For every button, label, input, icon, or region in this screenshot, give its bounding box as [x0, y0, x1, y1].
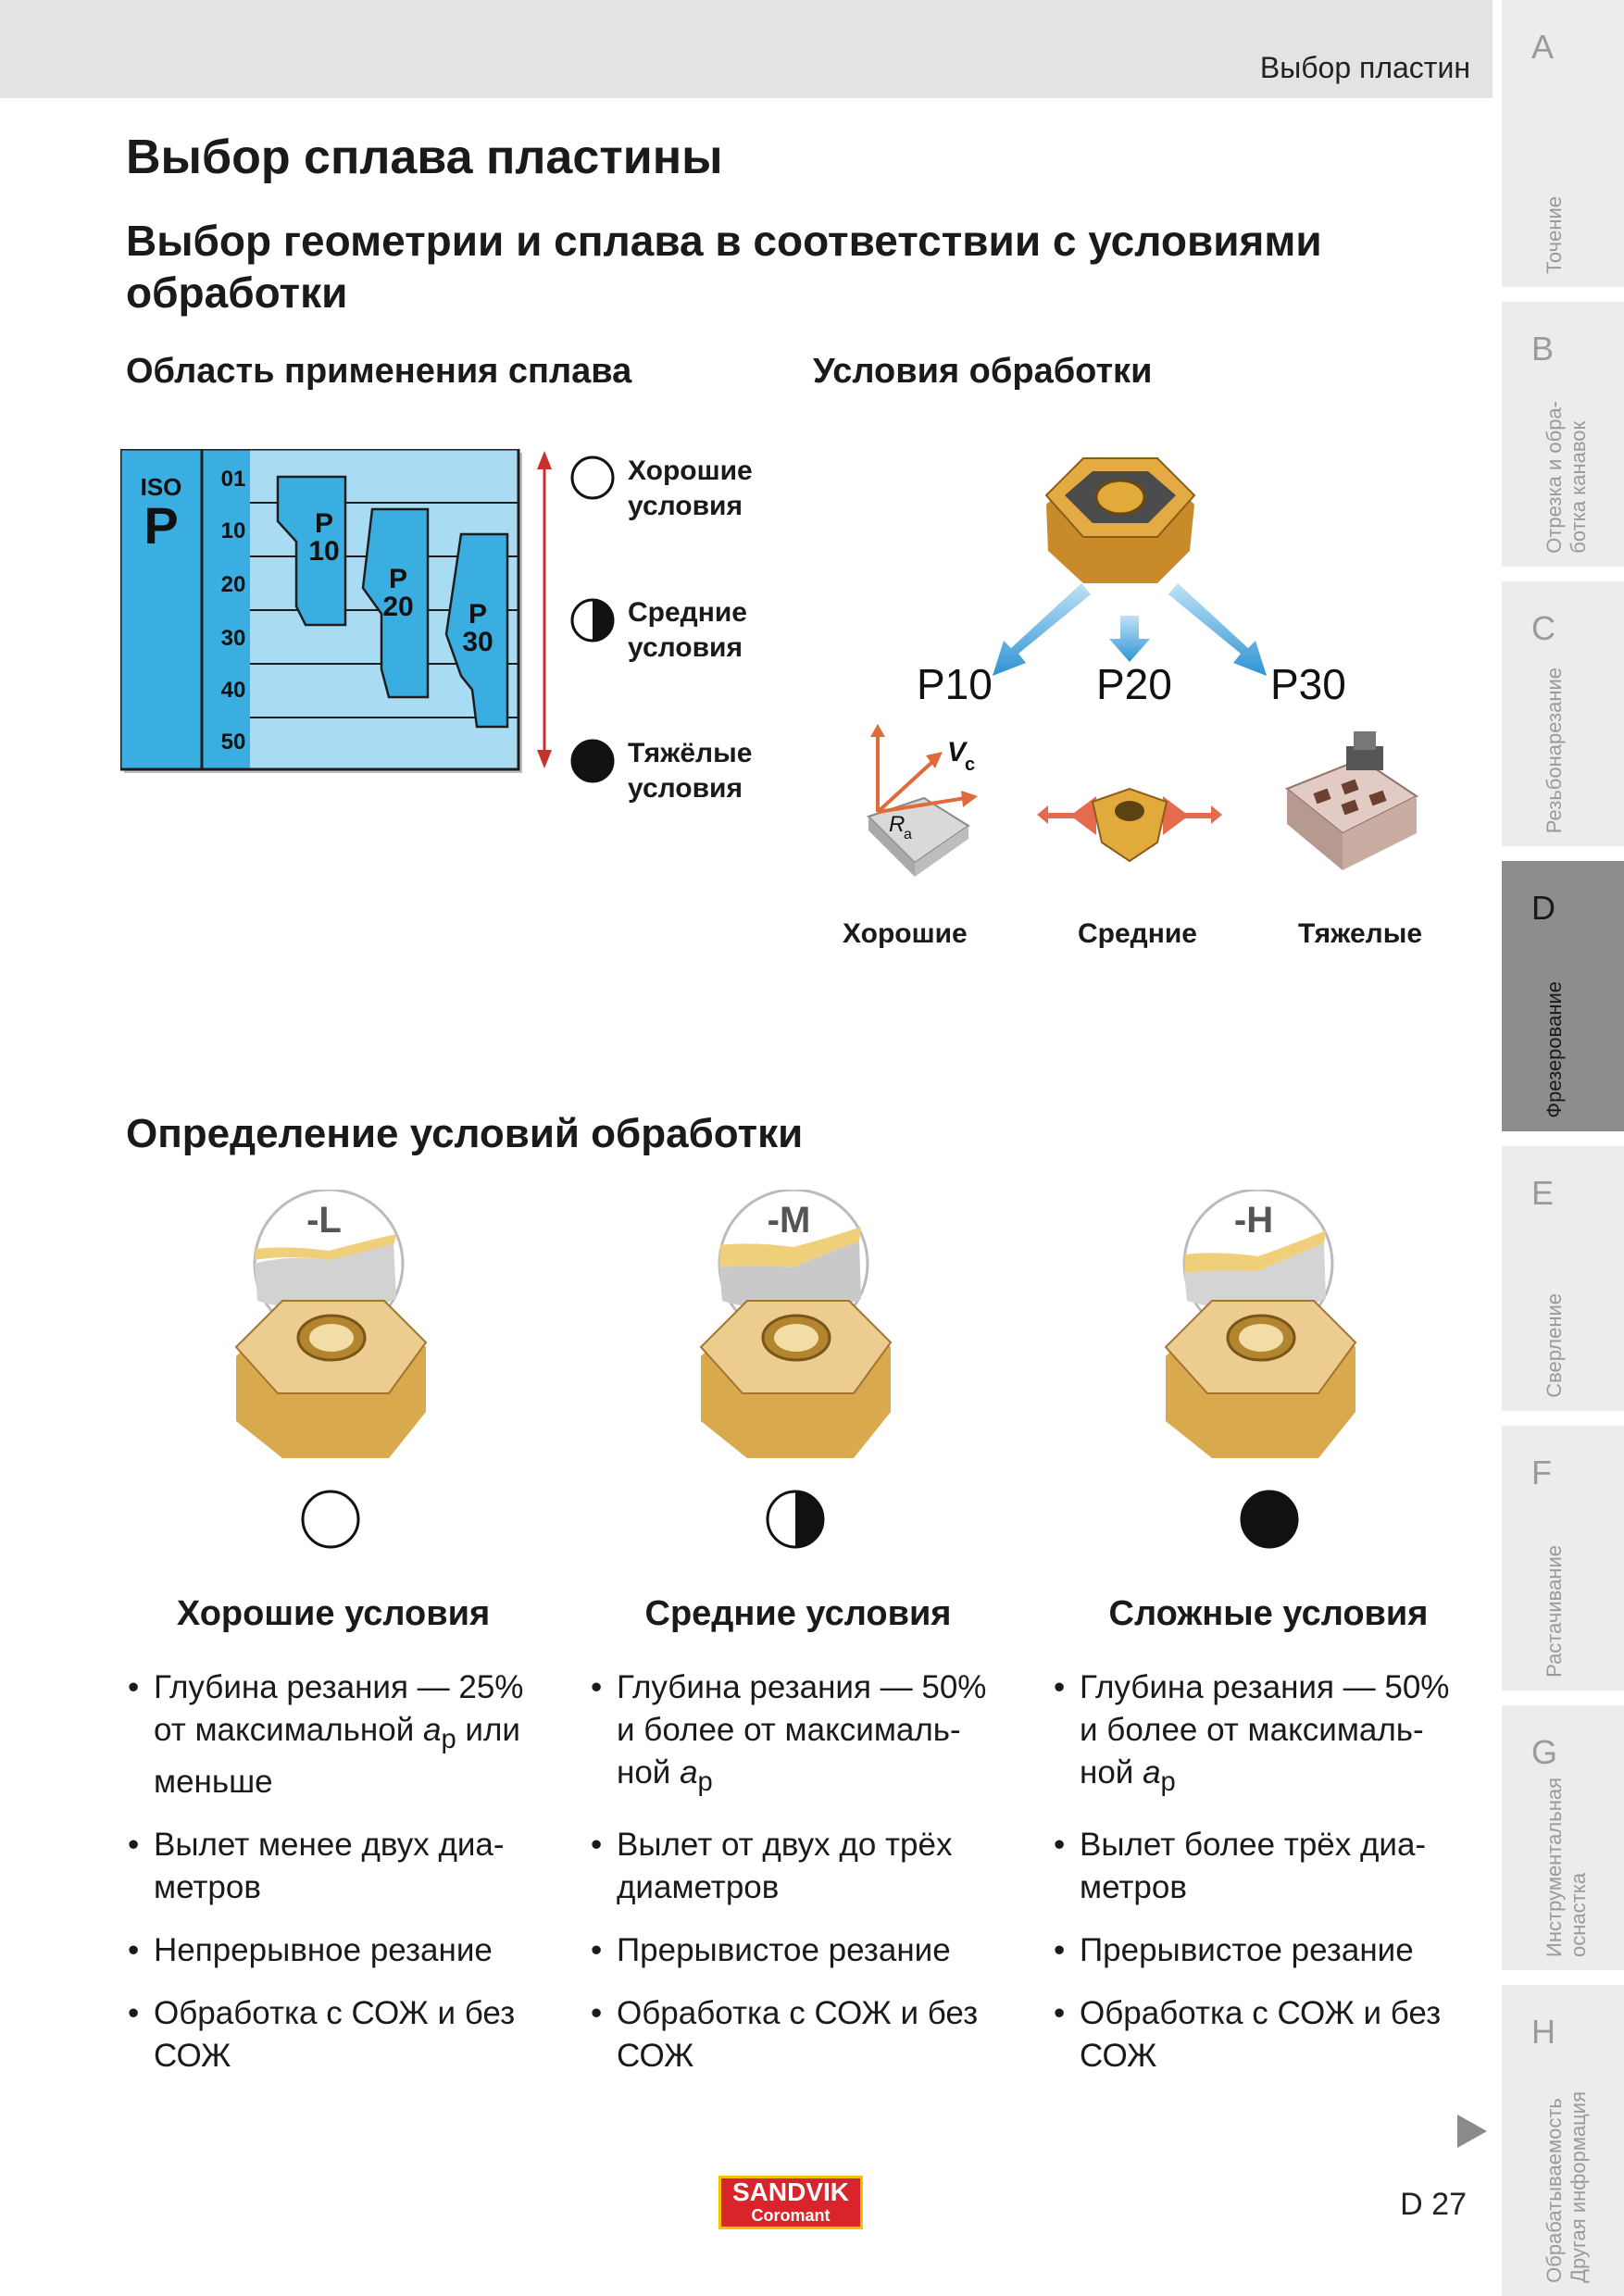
scale-label: 20	[221, 572, 246, 597]
iso-label: ISO	[141, 473, 182, 501]
scale-label: 30	[221, 626, 246, 651]
grade-p30: P30	[1270, 660, 1346, 708]
tab-f-boring[interactable]: F Растачивание	[1502, 1426, 1624, 1691]
tab-b-parting-grooving[interactable]: B Отрезка и обра- ботка канавок	[1502, 302, 1624, 567]
list-item: Глубина резания — 50% и более от максима…	[589, 1666, 1006, 1803]
legend-heavy: Тяжёлые условия	[628, 738, 753, 804]
tab-a-turning[interactable]: A Точение	[1502, 0, 1624, 287]
alloy-range-chart: ISO P 01 10 20 30 40 50 P 10 P 20 P 30	[120, 449, 552, 773]
scale-label: 40	[221, 678, 246, 703]
alloy-section-heading: Область применения сплава	[126, 352, 632, 391]
scale-label: 50	[221, 730, 246, 755]
ra-label: R	[889, 812, 905, 837]
grade-range-p30	[444, 532, 509, 729]
cond-label-good: Хорошие	[843, 918, 968, 949]
grade-label: 30	[462, 627, 493, 657]
insert-geometry-m-icon: -M	[699, 1190, 893, 1458]
iso-group-letter: P	[144, 496, 178, 555]
page-title: Выбор сплава пластины	[126, 131, 723, 184]
heavy-conditions-icon	[1240, 1490, 1299, 1549]
list-item: Обработка с СОЖ и без СОЖ	[589, 1992, 1006, 2078]
grade-p10: P10	[917, 660, 993, 708]
tab-d-milling[interactable]: D Фрезерование	[1502, 861, 1624, 1131]
grade-label: P	[315, 508, 333, 539]
grade-label: 20	[382, 592, 413, 622]
bullet-list-medium: Глубина резания — 50% и более от максима…	[589, 1666, 1006, 2098]
legend-good: Хорошие условия	[628, 455, 753, 521]
heavy-conditions-icon	[570, 739, 615, 783]
grade-range-p20	[361, 507, 430, 699]
header-section-title: Выбор пластин	[1259, 51, 1470, 84]
list-item: Вылет менее двух диа-метров	[126, 1824, 543, 1909]
geometry-code-m: -M	[768, 1200, 811, 1241]
good-conditions-icon	[301, 1490, 360, 1549]
ra-subscript: a	[904, 827, 912, 842]
good-conditions-icon	[570, 455, 615, 500]
list-item: Глубина резания — 50% и более от максима…	[1052, 1666, 1468, 1803]
tab-e-drilling[interactable]: E Сверление	[1502, 1146, 1624, 1411]
grade-label: P	[389, 564, 407, 594]
medium-insert-icon	[1037, 787, 1222, 863]
list-item: Глубина резания — 25% от максимальной ap…	[126, 1666, 543, 1803]
grade-p20: P20	[1096, 660, 1172, 708]
list-item: Вылет от двух до трёх диаметров	[589, 1824, 1006, 1909]
list-item: Вылет более трёх диа-метров	[1052, 1824, 1468, 1909]
definition-section-heading: Определение условий обработки	[126, 1111, 804, 1156]
medium-conditions-icon	[570, 598, 615, 643]
page-subtitle: Выбор геометрии и сплава в соответствии …	[126, 217, 1322, 317]
column-title-medium: Средние условия	[644, 1594, 952, 1633]
selection-arrows	[993, 583, 1267, 676]
geometry-code-h: -H	[1234, 1200, 1273, 1241]
grade-label: 10	[308, 536, 339, 567]
cond-label-heavy: Тяжелые	[1298, 918, 1423, 949]
grade-label: P	[468, 599, 487, 630]
scale-label: 01	[221, 467, 246, 492]
tab-h-machinability-info[interactable]: H Обрабатываемость Другая информация	[1502, 1985, 1624, 2296]
bullet-list-difficult: Глубина резания — 50% и более от максима…	[1052, 1666, 1468, 2098]
section-tabs: A Точение B Отрезка и обра- ботка канаво…	[1502, 0, 1624, 2296]
insert-geometry-h-icon: -H	[1164, 1190, 1357, 1458]
list-item: Обработка с СОЖ и без СОЖ	[1052, 1992, 1468, 2078]
legend-medium: Средние условия	[628, 597, 747, 663]
vc-label: V	[947, 737, 968, 767]
vc-subscript: c	[965, 755, 975, 775]
insert-top-icon	[1044, 457, 1196, 583]
page-number: D 27	[1400, 2187, 1467, 2222]
conditions-section-heading: Условия обработки	[813, 352, 1153, 391]
column-title-good: Хорошие условия	[176, 1594, 491, 1633]
sandvik-coromant-logo: SANDVIK Coromant	[718, 2176, 863, 2229]
surface-finish-icon: V c R a	[867, 724, 978, 877]
insert-geometry-l-icon: -L	[234, 1190, 428, 1458]
geometry-code-l: -L	[306, 1200, 342, 1241]
next-page-arrow-icon[interactable]	[1455, 2113, 1489, 2150]
grade-range-p10	[276, 475, 347, 627]
list-item: Прерывистое резание	[1052, 1929, 1468, 1972]
heavy-workpiece-icon	[1285, 731, 1418, 870]
list-item: Обработка с СОЖ и без СОЖ	[126, 1992, 543, 2078]
header-bar	[0, 0, 1493, 98]
list-item: Прерывистое резание	[589, 1929, 1006, 1972]
column-title-difficult: Сложные условия	[1108, 1594, 1429, 1633]
medium-conditions-icon	[766, 1490, 825, 1549]
cond-label-medium: Средние	[1078, 918, 1197, 949]
scale-label: 10	[221, 518, 246, 543]
tab-g-tool-holding[interactable]: G Инструментальная оснастка	[1502, 1705, 1624, 1970]
bullet-list-good: Глубина резания — 25% от максимальной ap…	[126, 1666, 543, 2098]
list-item: Непрерывное резание	[126, 1929, 543, 1972]
tab-c-threading[interactable]: C Резьбонарезание	[1502, 581, 1624, 846]
